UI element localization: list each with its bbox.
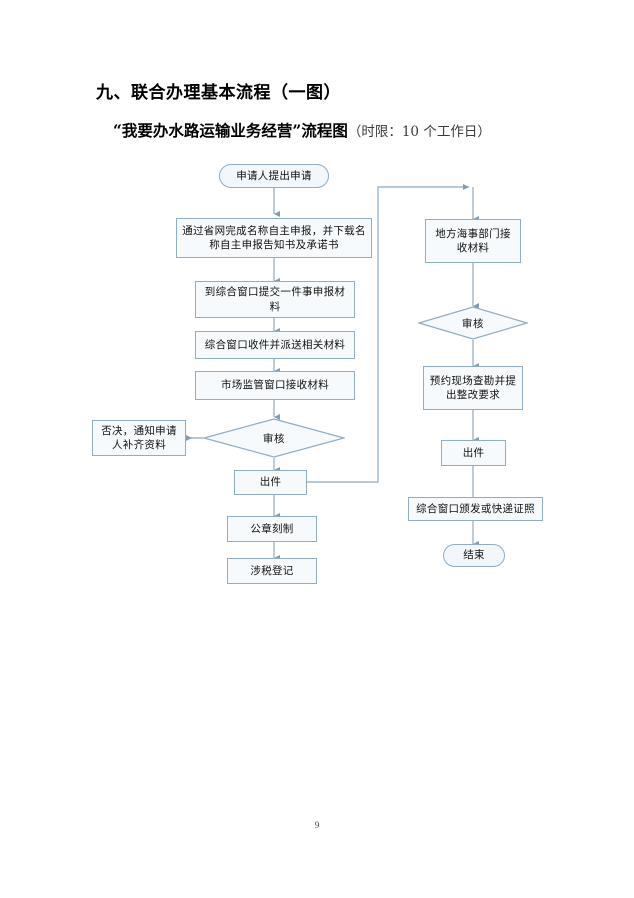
diamond-shape (418, 306, 528, 340)
node-output-left[interactable]: 出件 (234, 470, 307, 495)
chart-title-main: “我要办水路运输业务经营”流程图 (113, 121, 348, 140)
node-review-right[interactable]: 审核 (418, 306, 528, 340)
section-heading: 九、联合办理基本流程（一图） (96, 83, 341, 103)
page-number: 9 (314, 820, 320, 830)
node-start[interactable]: 申请人提出申请 (219, 164, 329, 188)
node-seal-engrave[interactable]: 公章刻制 (227, 516, 317, 542)
node-submit-window[interactable]: 到综合窗口提交一件事申报材料 (195, 281, 355, 318)
node-reject-notify[interactable]: 否决，通知申请人补齐资料 (92, 420, 186, 456)
node-window-receive-dispatch[interactable]: 综合窗口收件并派送相关材料 (195, 331, 355, 359)
node-site-survey[interactable]: 预约现场查勘并提出整改要求 (423, 366, 523, 410)
node-review-left[interactable]: 审核 (203, 418, 345, 458)
node-name-declare[interactable]: 通过省网完成名称自主申报，并下载名称自主申报告知书及承诺书 (176, 218, 372, 258)
chart-title-sub: （时限：10 个工作日） (347, 124, 491, 140)
node-market-supervision-receive[interactable]: 市场监管窗口接收材料 (195, 371, 355, 400)
node-tax-registration[interactable]: 涉税登记 (227, 558, 317, 584)
node-issue-or-mail[interactable]: 综合窗口颁发或快递证照 (408, 497, 543, 521)
node-maritime-receive[interactable]: 地方海事部门接收材料 (425, 219, 521, 263)
page-title: “我要办水路运输业务经营”流程图（时限：10 个工作日） (113, 119, 491, 141)
node-output-right[interactable]: 出件 (441, 440, 506, 466)
node-review-left-label: 审核 (262, 432, 286, 445)
node-end[interactable]: 结束 (443, 544, 505, 567)
diamond-shape (203, 418, 345, 458)
node-review-right-label: 审核 (461, 317, 485, 330)
